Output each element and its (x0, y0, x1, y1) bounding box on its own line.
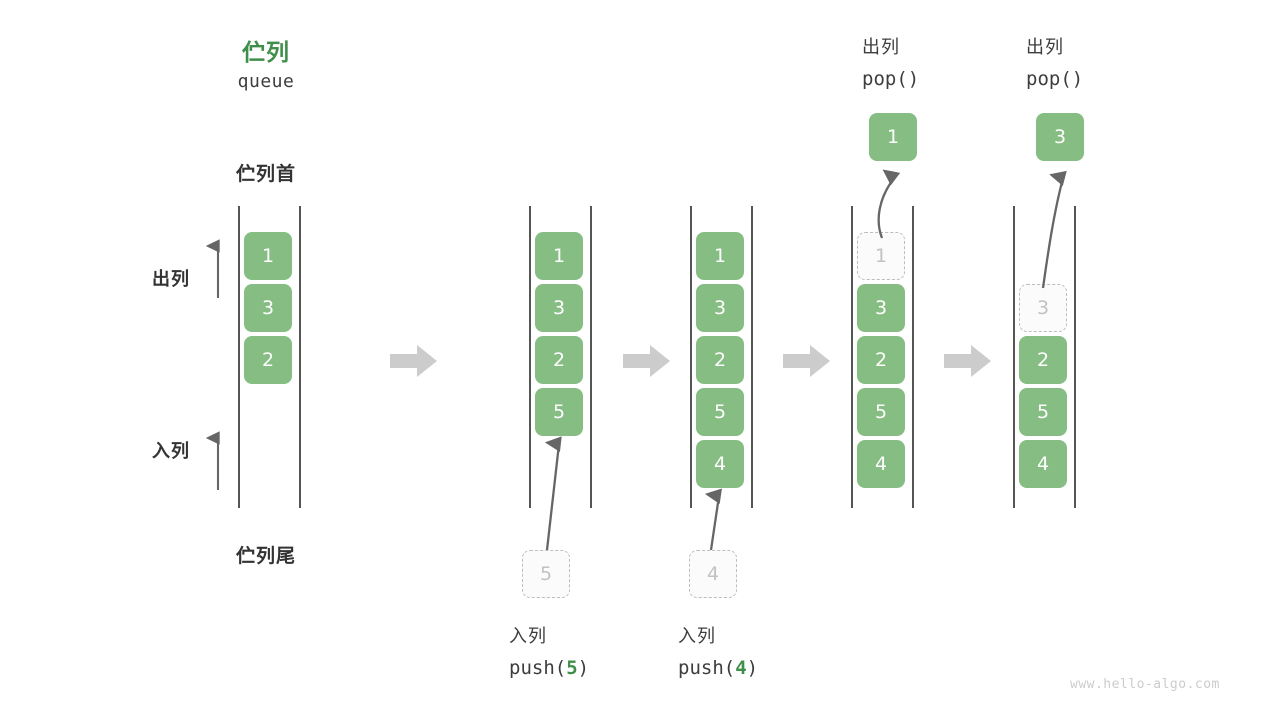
queue-cell: 3 (696, 284, 744, 332)
queue-cell: 4 (857, 440, 905, 488)
rail-right (912, 206, 914, 508)
rail-right (1074, 206, 1076, 508)
flow-arrow-icon (623, 344, 671, 378)
flow-arrow-icon (944, 344, 992, 378)
rail-right (299, 206, 301, 508)
pending-cell: 5 (522, 550, 570, 598)
dequeue-axis-label: 出列 (152, 269, 190, 290)
queue-cell: 5 (535, 388, 583, 436)
rail-right (590, 206, 592, 508)
pop-1-label-cn: 出列 (862, 37, 900, 58)
pop-3-label-cn: 出列 (1026, 37, 1064, 58)
push-arrow-icon (539, 430, 589, 552)
queue-cell: 3 (244, 284, 292, 332)
diagram-title-cn: 伫列 (242, 40, 290, 66)
push-4-label-cn: 入列 (678, 626, 716, 647)
queue-cell: 5 (857, 388, 905, 436)
push-4-code-prefix: push( (678, 657, 736, 679)
queue-cell: 2 (1019, 336, 1067, 384)
queue-cell: 2 (244, 336, 292, 384)
queue-cell: 3 (857, 284, 905, 332)
queue-head-label: 伫列首 (235, 163, 296, 185)
queue-cell: 5 (696, 388, 744, 436)
popped-cell: 1 (869, 113, 917, 161)
pending-cell: 4 (689, 550, 737, 598)
flow-arrow-icon (390, 344, 438, 378)
push-arrow-icon (704, 482, 744, 552)
dequeue-arrow-icon (202, 236, 234, 298)
pop-arrow-icon (1029, 160, 1089, 290)
push-5-code-value: 5 (566, 657, 578, 679)
push-5-label-code: push(5) (509, 657, 699, 679)
queue-cell: 4 (1019, 440, 1067, 488)
rail-right (751, 206, 753, 508)
pop-1-label-code: pop() (862, 68, 920, 90)
queue-cell: 1 (696, 232, 744, 280)
push-4-code-value: 4 (735, 657, 747, 679)
queue-cell: 2 (535, 336, 583, 384)
enqueue-axis-label: 入列 (152, 441, 190, 462)
rail-left (529, 206, 531, 508)
watermark: www.hello-algo.com (1070, 677, 1220, 692)
popped-cell: 3 (1036, 113, 1084, 161)
queue-cell: 2 (696, 336, 744, 384)
push-5-code-prefix: push( (509, 657, 567, 679)
diagram-title-en: queue (237, 71, 295, 92)
flow-arrow-icon (783, 344, 831, 378)
pop-arrow-icon (865, 160, 925, 240)
push-4-code-suffix: ) (746, 657, 759, 679)
rail-left (1013, 206, 1015, 508)
queue-cell: 1 (244, 232, 292, 280)
push-5-code-suffix: ) (577, 657, 590, 679)
queue-cell: 5 (1019, 388, 1067, 436)
queue-cell: 2 (857, 336, 905, 384)
queue-cell: 3 (535, 284, 583, 332)
queue-cell: 1 (535, 232, 583, 280)
queue-cell: 4 (696, 440, 744, 488)
rail-left (851, 206, 853, 508)
push-5-label-cn: 入列 (509, 626, 547, 647)
enqueue-arrow-icon (202, 428, 234, 490)
queue-cell-ghost: 3 (1019, 284, 1067, 332)
queue-tail-label: 伫列尾 (235, 545, 296, 567)
push-4-label-code: push(4) (678, 657, 868, 679)
rail-left (238, 206, 240, 508)
pop-3-label-code: pop() (1026, 68, 1084, 90)
rail-left (690, 206, 692, 508)
